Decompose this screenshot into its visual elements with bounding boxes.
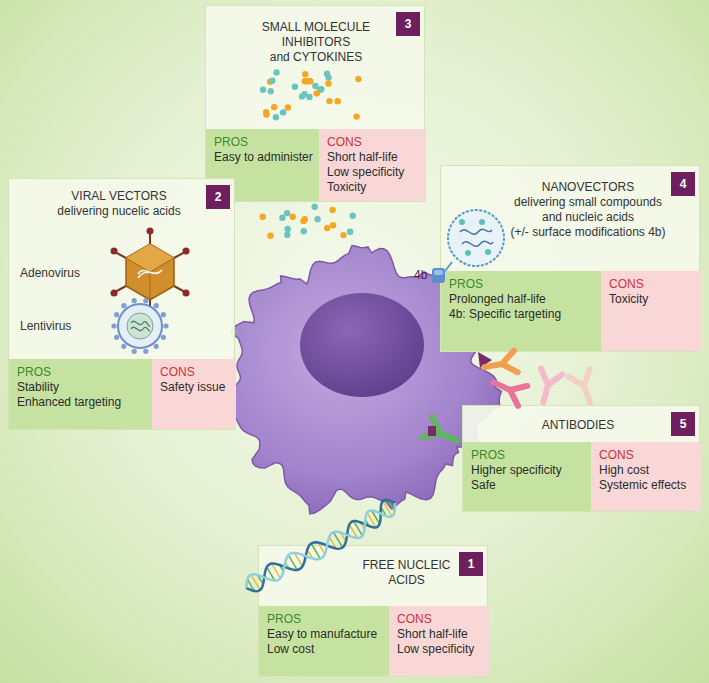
pros-cons-title: CONS: [397, 612, 483, 627]
panel-heading: NANOVECTORSdelivering small compounds an…: [503, 180, 673, 240]
pros-cons-title: PROS: [17, 365, 146, 380]
list-item: 4b: Specific targeting: [449, 307, 595, 322]
pros-cons-title: PROS: [267, 612, 383, 627]
list-item: Higher specificity: [471, 463, 585, 478]
list-item: Safety issue: [160, 380, 230, 395]
list-item: Easy to administer: [214, 150, 313, 165]
heading-text: delivering small compounds and nucleic a…: [503, 195, 673, 225]
pros-box: PROSProlonged half-life4b: Specific targ…: [441, 271, 601, 351]
adenovirus-icon: [111, 228, 190, 317]
list-item: Toxicity: [327, 180, 420, 195]
callout-number-text: 3: [405, 17, 412, 31]
method-panel: FREE NUCLEIC ACIDS 1PROSEasy to manufactu…: [258, 545, 488, 677]
pros-box: PROSStabilityEnhanced targeting: [9, 359, 152, 429]
heading-text: VIRAL VECTORS: [29, 189, 209, 204]
pros-box: PROSEasy to manufactureLow cost: [259, 606, 389, 676]
nanovector-icon: [448, 210, 504, 266]
pros-cons-title: PROS: [214, 135, 313, 150]
method-panel: ANTIBODIES5PROSHigher specificitySafeCON…: [462, 405, 700, 512]
method-panel: SMALL MOLECULE INHIBITORSand CYTOKINES 3P…: [205, 5, 425, 202]
callout-number: 2: [206, 185, 230, 209]
pros-cons-title: PROS: [471, 448, 585, 463]
list-item: Easy to manufacture: [267, 627, 383, 642]
pros-cons-title: CONS: [609, 277, 695, 292]
list-item: Systemic effects: [599, 478, 695, 493]
lentivirus-icon: [111, 298, 168, 354]
heading-text: (+/- surface modifications 4b): [503, 225, 673, 240]
list-item: Stability: [17, 380, 146, 395]
callout-number-text: 2: [215, 190, 222, 204]
list-item: Toxicity: [609, 292, 695, 307]
panel-heading: FREE NUCLEIC ACIDS: [359, 558, 454, 588]
method-panel: VIRAL VECTORSdelivering nucelic acids 2PR…: [8, 178, 235, 430]
part-label: Lentivirus: [20, 319, 71, 334]
heading-text: delivering nucelic acids: [29, 204, 209, 219]
pros-cons-title: CONS: [599, 448, 695, 463]
panel-heading: ANTIBODIES: [483, 418, 673, 433]
pros-cons-title: CONS: [160, 365, 230, 380]
list-item: Short half-life: [327, 150, 420, 165]
cons-box: CONSToxicity: [601, 271, 701, 351]
callout-number-text: 5: [680, 417, 687, 431]
heading-text: FREE NUCLEIC ACIDS: [359, 558, 454, 588]
cons-box: CONSSafety issue: [152, 359, 236, 429]
callout-number: 3: [396, 12, 420, 36]
callout-number: 5: [671, 412, 695, 436]
heading-text: SMALL MOLECULE INHIBITORS: [246, 20, 386, 50]
cons-box: CONSHigh costSystemic effects: [591, 442, 701, 511]
list-item: Low cost: [267, 642, 383, 657]
panel-heading: VIRAL VECTORSdelivering nucelic acids: [29, 189, 209, 219]
list-item: Short half-life: [397, 627, 483, 642]
list-item: Prolonged half-life: [449, 292, 595, 307]
callout-number-text: 1: [468, 557, 475, 571]
list-item: High cost: [599, 463, 695, 478]
list-item: Safe: [471, 478, 585, 493]
part-label: Adenovirus: [20, 266, 80, 281]
dna-helix: [246, 500, 395, 591]
cell-nucleus: [300, 293, 424, 397]
receptor-icon: [432, 262, 452, 283]
list-item: Low specificity: [397, 642, 483, 657]
cons-box: CONSShort half-lifeLow specificity: [389, 606, 489, 676]
callout-number: 4: [671, 172, 695, 196]
cons-box: CONSShort half-lifeLow specificityToxici…: [319, 129, 426, 201]
list-item: Low specificity: [327, 165, 420, 180]
callout-number-text: 4: [680, 177, 687, 191]
heading-text: ANTIBODIES: [483, 418, 673, 433]
cytokine-dots: [260, 69, 362, 239]
part-label: 4b: [414, 268, 427, 283]
callout-number: 1: [459, 552, 483, 576]
pros-cons-title: PROS: [449, 277, 595, 292]
pros-cons-title: CONS: [327, 135, 420, 150]
panel-heading: SMALL MOLECULE INHIBITORSand CYTOKINES: [246, 20, 386, 65]
list-item: Enhanced targeting: [17, 395, 146, 410]
heading-text: and CYTOKINES: [246, 50, 386, 65]
pros-box: PROSHigher specificitySafe: [463, 442, 591, 511]
antibody-icons: [423, 351, 601, 451]
heading-text: NANOVECTORS: [503, 180, 673, 195]
